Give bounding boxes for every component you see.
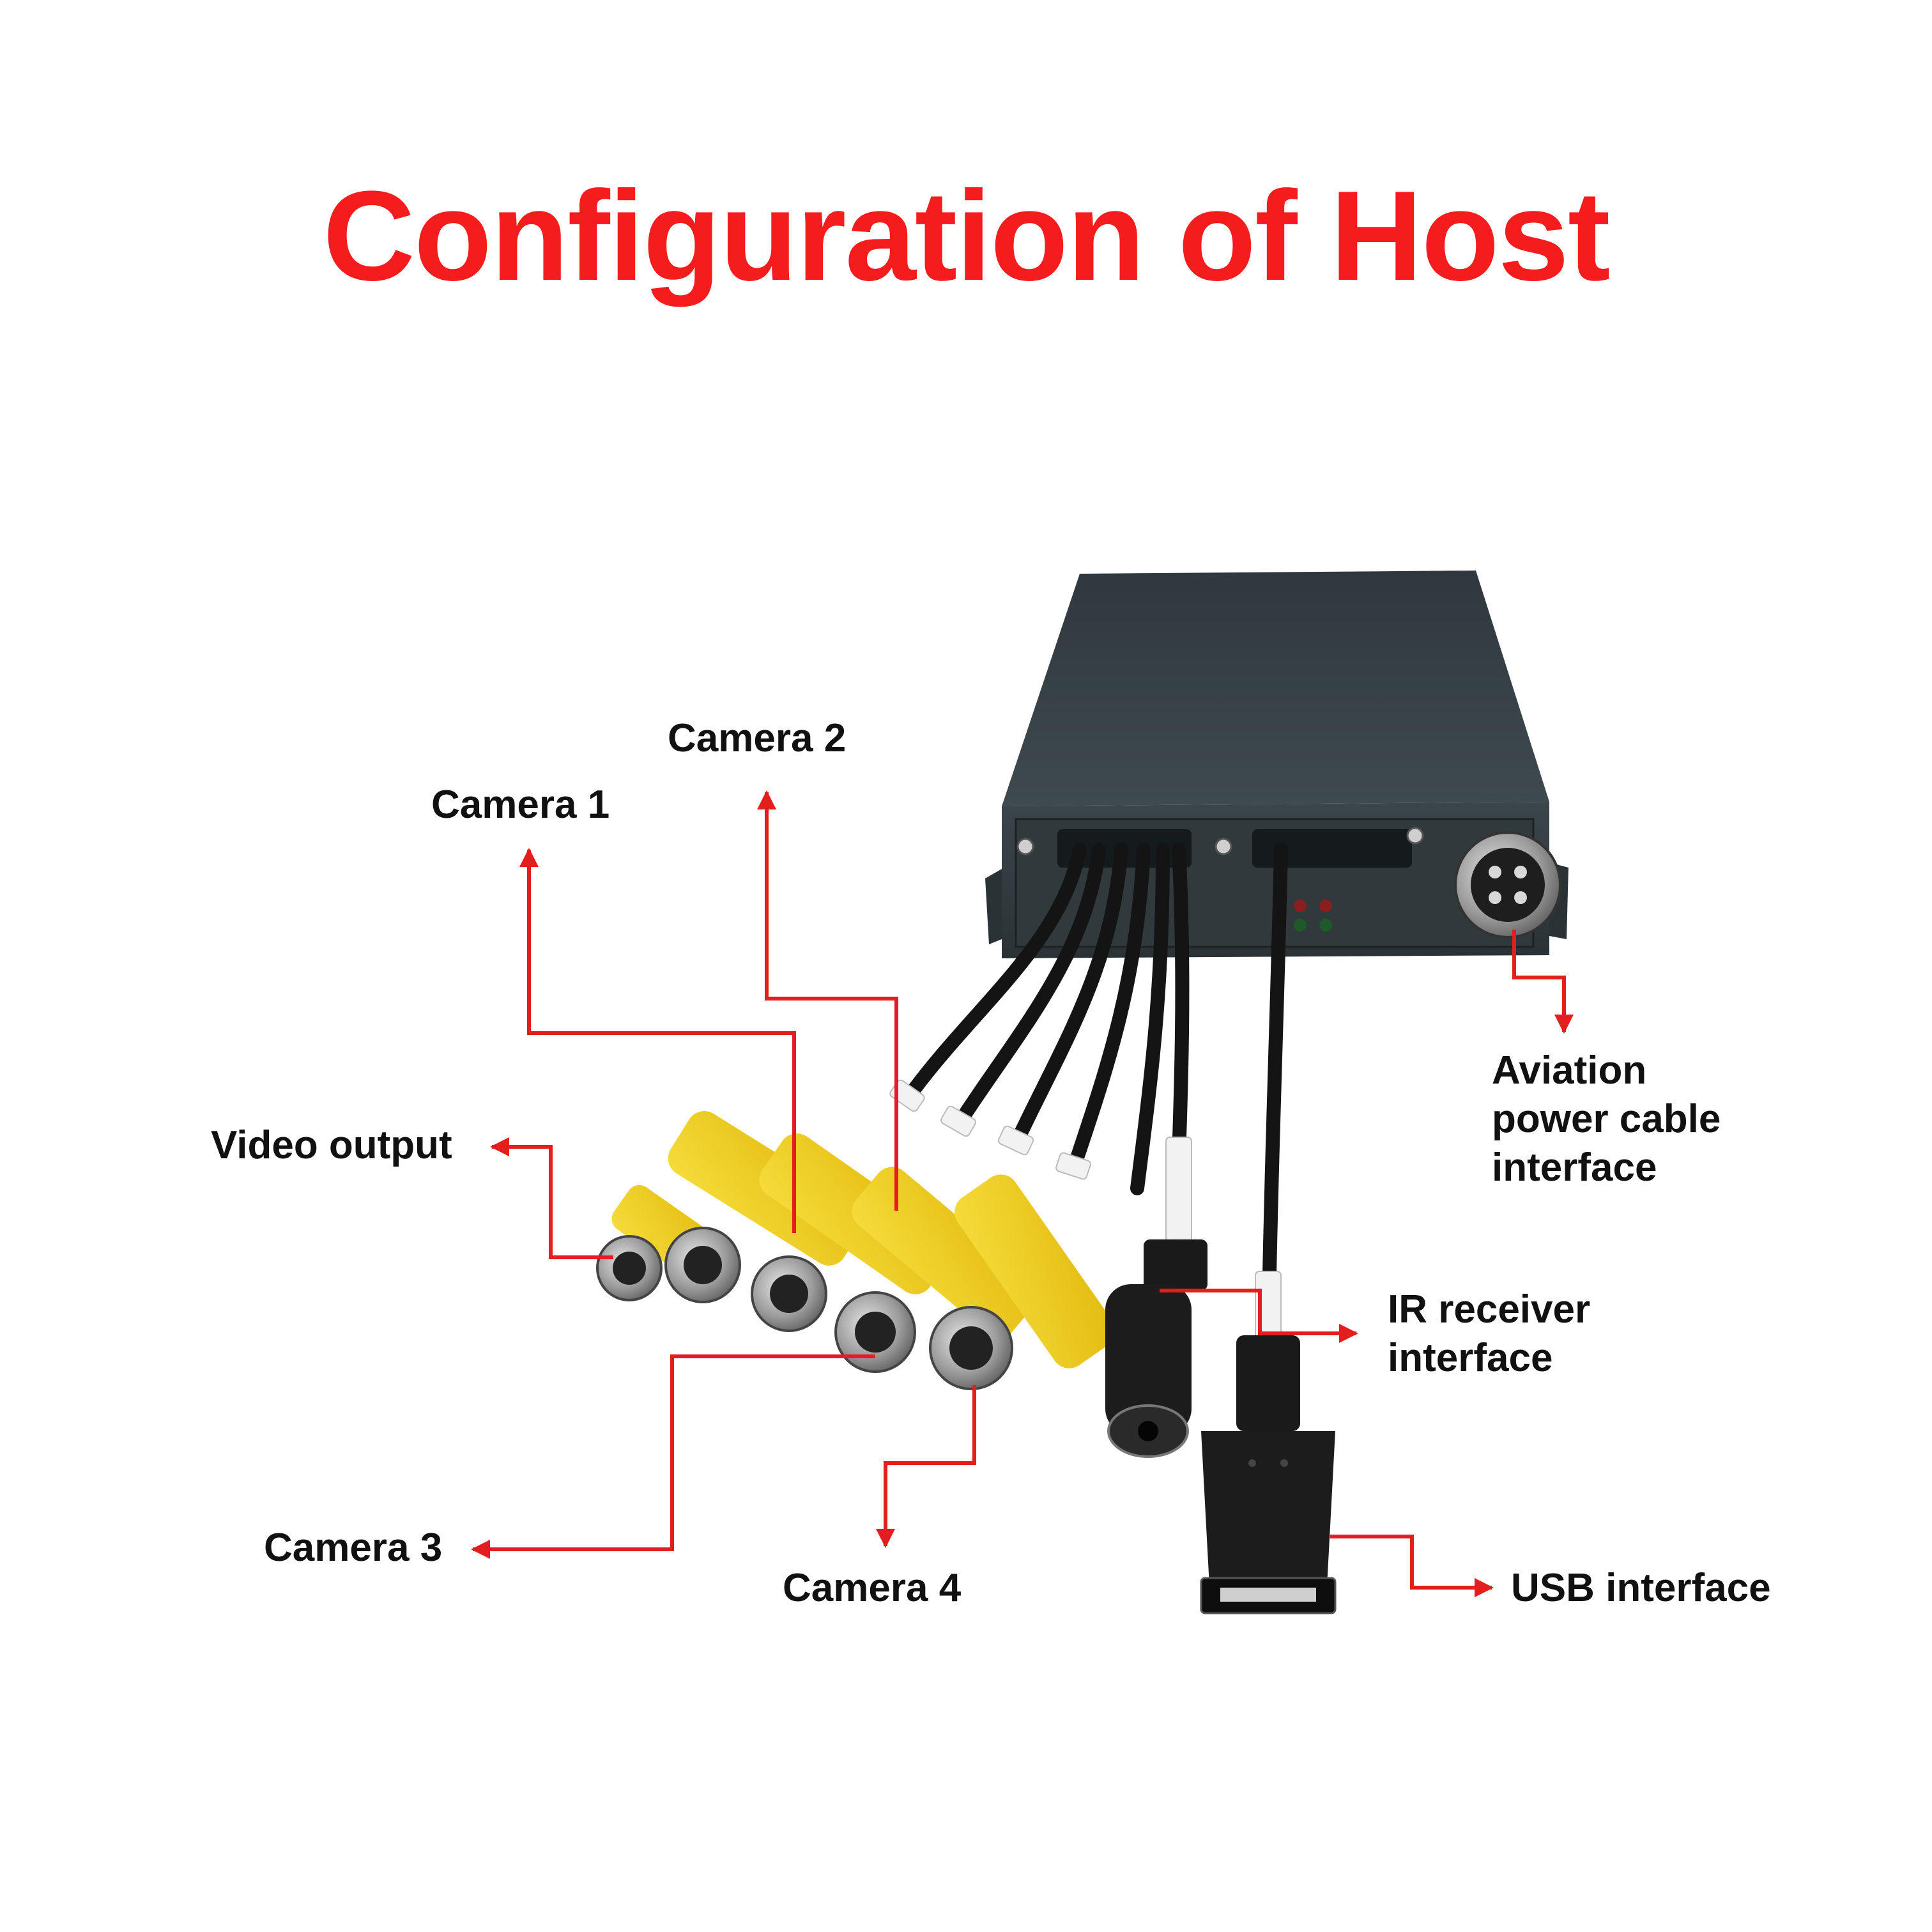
led-icon bbox=[1294, 900, 1307, 912]
label-ir-receiver: IR receiver interface bbox=[1388, 1285, 1590, 1383]
led-icon bbox=[1319, 919, 1332, 931]
label-camera-3: Camera 3 bbox=[264, 1526, 443, 1570]
cable-usb bbox=[1261, 843, 1288, 1349]
label-aviation-line: power cable bbox=[1492, 1097, 1721, 1141]
ir-receiver-jack bbox=[1105, 1239, 1208, 1458]
leader-lines bbox=[471, 790, 1574, 1597]
page-title: Configuration of Host bbox=[323, 165, 1610, 307]
cable-camera-4 bbox=[1130, 843, 1170, 1195]
leader-camera-3 bbox=[471, 1354, 875, 1559]
screw-icon bbox=[1215, 838, 1232, 855]
cable-video-output bbox=[900, 843, 1087, 1106]
plug-camera-3 bbox=[834, 1167, 1039, 1373]
screw-icon bbox=[1016, 838, 1034, 855]
screw-icon bbox=[1406, 827, 1424, 845]
leader-usb bbox=[1329, 1535, 1494, 1597]
leader-aviation bbox=[1512, 930, 1574, 1034]
label-ir-line: IR receiver bbox=[1388, 1287, 1591, 1331]
cables bbox=[900, 843, 1288, 1349]
leader-video-output bbox=[490, 1137, 613, 1259]
cable-camera-2 bbox=[1009, 843, 1128, 1151]
label-ir-line: interface bbox=[1388, 1336, 1553, 1380]
label-aviation-line: Aviation bbox=[1492, 1048, 1647, 1092]
label-camera-2: Camera 2 bbox=[668, 716, 847, 760]
cable-slot-right bbox=[1252, 829, 1412, 868]
cable-camera-1 bbox=[951, 843, 1106, 1131]
label-camera-1: Camera 1 bbox=[431, 783, 610, 827]
cable-camera-3 bbox=[1066, 843, 1151, 1176]
leader-camera-4 bbox=[876, 1385, 976, 1548]
plug-camera-4 bbox=[929, 1174, 1116, 1390]
led-icon bbox=[1294, 919, 1307, 931]
label-camera-4: Camera 4 bbox=[783, 1566, 962, 1610]
leader-ir-receiver bbox=[1160, 1289, 1358, 1343]
leader-camera-2 bbox=[757, 790, 898, 1211]
label-aviation: Aviation power cable interface bbox=[1492, 1046, 1721, 1192]
usb-connector bbox=[1200, 1335, 1337, 1614]
leader-camera-1 bbox=[519, 848, 796, 1233]
box-flange-left bbox=[985, 869, 1002, 944]
aviation-connector bbox=[1454, 831, 1561, 939]
box-top bbox=[1002, 571, 1549, 806]
label-video-output: Video output bbox=[211, 1123, 452, 1167]
led-icon bbox=[1319, 900, 1332, 912]
label-usb: USB interface bbox=[1511, 1566, 1771, 1610]
label-aviation-line: interface bbox=[1492, 1146, 1657, 1190]
yellow-plugs bbox=[596, 1111, 1116, 1390]
